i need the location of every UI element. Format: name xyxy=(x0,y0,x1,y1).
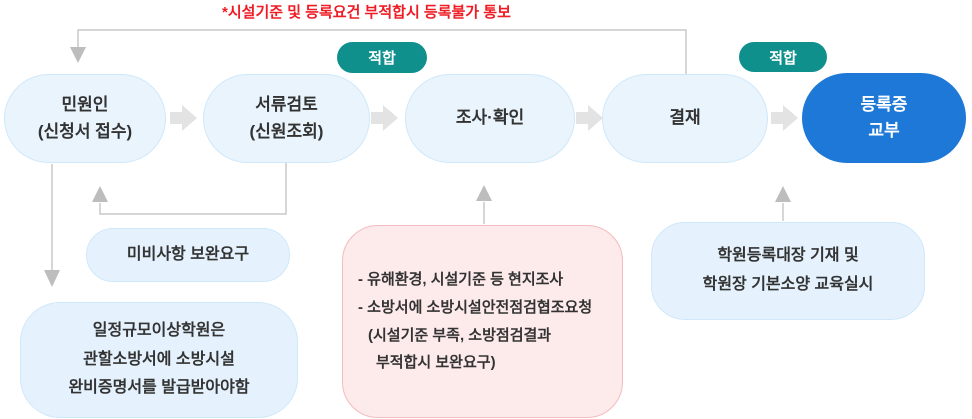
note-fire-certificate: 일정규모이상학원은 관할소방서에 소방시설 완비증명서를 발급받아야함 xyxy=(20,302,298,418)
pass-badge-1-label: 적합 xyxy=(368,50,396,67)
note-inspection-detail-line4: 부적합시 보완요구) xyxy=(376,354,496,372)
note-fire-certificate-line2: 관할소방서에 소방시설 xyxy=(83,350,235,368)
node-document-review-line2: (신원조회) xyxy=(249,121,324,141)
note-registry-education-line2: 학원장 기본소양 교육실시 xyxy=(702,276,874,293)
note-fire-certificate-line3: 완비증명서를 발급받아야함 xyxy=(68,379,250,397)
pass-badge-2: 적합 xyxy=(739,42,827,72)
note-inspection-detail: - 유해환경, 시설기준 등 현지조사 - 소방서에 소방시설안전점검협조요청 … xyxy=(342,225,623,418)
note-supplement-request: 미비사항 보완요구 xyxy=(86,228,290,282)
step-arrow-icon xyxy=(771,105,798,131)
step-arrow-icon xyxy=(371,105,398,131)
note-registry-education: 학원등록대장 기재 및 학원장 기본소양 교육실시 xyxy=(651,222,925,320)
note-inspection-detail-line1: - 유해환경, 시설기준 등 현지조사 xyxy=(358,271,564,288)
registry-note-arrowhead-icon xyxy=(775,186,791,202)
inspection-note-arrowhead-icon xyxy=(476,185,492,201)
node-applicant: 민원인 (신청서 접수) xyxy=(4,74,166,163)
pass-badge-2-label: 적합 xyxy=(769,49,797,67)
note-fire-certificate-line1: 일정규모이상학원은 xyxy=(92,321,226,339)
step-arrow-icon xyxy=(170,105,197,131)
note-inspection-detail-line3: (시설기준 부족, 소방점검결과 xyxy=(368,326,552,344)
note-registry-education-line1: 학원등록대장 기재 및 xyxy=(717,247,859,265)
note-supplement-request-label: 미비사항 보완요구 xyxy=(126,245,250,263)
node-document-review: 서류검토 (신원조회) xyxy=(203,74,370,163)
node-inspection-line1: 조사·확인 xyxy=(455,108,525,128)
node-approval-line1: 결재 xyxy=(669,108,701,128)
pass-badge-1: 적합 xyxy=(337,42,427,73)
step-arrow-icon xyxy=(576,105,603,131)
node-inspection: 조사·확인 xyxy=(405,74,575,163)
node-document-review-line1: 서류검토 xyxy=(255,95,318,115)
applicant-down-arrowhead-icon xyxy=(44,270,60,287)
note-inspection-detail-line2: - 소방서에 소방시설안전점검협조요청 xyxy=(358,298,593,316)
node-applicant-line1: 민원인 xyxy=(61,95,109,115)
supplement-loop-arrowhead-icon xyxy=(92,186,108,202)
node-certificate-issue: 등록증 교부 xyxy=(802,73,966,163)
supplement-loop-wire xyxy=(99,162,287,215)
node-applicant-line2: (신청서 접수) xyxy=(37,121,133,141)
rejection-notice-text: *시설기준 및 등록요건 부적합시 등록불가 통보 xyxy=(222,4,511,21)
node-approval: 결재 xyxy=(602,74,768,163)
node-certificate-issue-line1: 등록증 xyxy=(860,94,908,114)
feedback-arrowhead-icon xyxy=(70,47,86,63)
node-certificate-issue-line2: 교부 xyxy=(868,121,900,140)
